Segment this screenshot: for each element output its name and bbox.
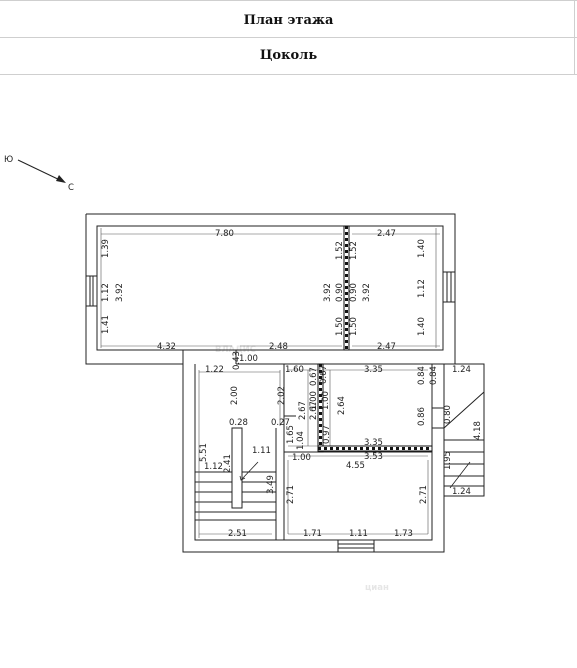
corridor-wall: [182, 349, 373, 365]
dim-1-50-b: 1.50: [349, 317, 359, 336]
window-left: [85, 275, 98, 307]
plan-subtitle: Цоколь: [0, 37, 577, 75]
dim-0-80: 0.80: [443, 405, 453, 424]
middle-room-wall: [283, 364, 296, 452]
dim-0-97: 0.97: [322, 425, 332, 444]
dim-4-32: 4.32: [157, 342, 176, 352]
dim-3-53: 3.53: [364, 452, 383, 462]
dim-3-49: 3.49: [266, 475, 276, 494]
dim-1-60: 1.60: [285, 365, 304, 375]
dim-1-65: 1.65: [286, 425, 296, 444]
dim-1-00-a: 1.00: [309, 391, 319, 410]
dim-0-90-b: 0.90: [349, 283, 359, 302]
dim-0-27: 0.27: [271, 418, 290, 428]
dim-1-39: 1.39: [101, 239, 111, 258]
dim-1-71: 1.71: [303, 529, 322, 539]
dim-2-00: 2.00: [230, 386, 240, 405]
window-right-upper: [442, 271, 456, 303]
dim-1-24-top: 1.24: [452, 365, 471, 375]
lower-block-outer-wall: [182, 364, 445, 553]
dim-1-12-right: 1.12: [417, 279, 427, 298]
dim-1-41: 1.41: [101, 315, 111, 334]
watermark-cian: циан: [365, 583, 389, 593]
dim-1-52-b: 1.52: [349, 241, 359, 260]
dim-2-48: 2.48: [269, 342, 288, 352]
dim-0-28: 0.28: [229, 418, 248, 428]
stair-room-wall: [195, 428, 432, 541]
dim-2-51: 2.51: [228, 529, 247, 539]
dim-0-67-a: 0.67: [319, 365, 329, 384]
dim-0-84-a: 0.84: [417, 366, 427, 385]
dim-1-50-a: 1.50: [335, 317, 345, 336]
dim-0-43: 0.43: [232, 351, 242, 370]
dim-2-02: 2.02: [277, 386, 287, 405]
compass-south-label: Ю: [4, 155, 13, 165]
dim-4-55: 4.55: [346, 461, 365, 471]
window-bottom: [337, 539, 375, 553]
compass-north-label: С: [68, 183, 74, 193]
upper-block-inner-wall: [96, 225, 444, 351]
dim-1-11-bottom: 1.11: [349, 529, 368, 539]
dim-0-90-a: 0.90: [335, 283, 345, 302]
dim-3-92-right: 3.92: [362, 283, 372, 302]
dim-0-84-b: 0.84: [429, 366, 439, 385]
dim-1-04: 1.04: [296, 431, 306, 450]
dim-1-24-bottom: 1.24: [452, 487, 471, 497]
dim-2-67-a: 2.67: [298, 401, 308, 420]
table-border: [574, 0, 575, 74]
dim-5-51: 5.51: [199, 443, 209, 462]
stairs-left: [195, 471, 276, 521]
dim-0-86: 0.86: [417, 407, 427, 426]
dim-7-80: 7.80: [215, 229, 234, 239]
dim-1-00-small: 1.00: [292, 453, 311, 463]
stairs-right: [443, 363, 485, 497]
dim-2-71-left: 2.71: [286, 485, 296, 504]
dim-1-40-bottom: 1.40: [417, 317, 427, 336]
dim-1-95: 1.95: [443, 451, 453, 470]
stair-handrail: [231, 427, 243, 509]
dim-2-67-b: 2.67: [309, 401, 319, 420]
dim-1-11-stair: 1.11: [252, 446, 271, 456]
dim-0-67-b: 0.67: [309, 367, 319, 386]
dim-1-22: 1.22: [205, 365, 224, 375]
dim-1-52-a: 1.52: [335, 241, 345, 260]
dim-1-40-top: 1.40: [417, 239, 427, 258]
dim-3-35-top: 3.35: [364, 365, 383, 375]
dim-1-00-corridor: 1.00: [239, 354, 258, 364]
dim-2-47-top: 2.47: [377, 229, 396, 239]
plan-title: План этажа: [0, 0, 577, 38]
dim-3-92-left: 3.92: [115, 283, 125, 302]
dim-1-73: 1.73: [394, 529, 413, 539]
dim-3-35-bottom: 3.35: [364, 438, 383, 448]
dim-1-12-left: 1.12: [101, 283, 111, 302]
partition-wall-hatched: [317, 225, 433, 453]
dim-4-18: 4.18: [473, 421, 483, 440]
dim-2-64: 2.64: [337, 396, 347, 415]
dim-1-00-b: 1.00: [321, 391, 331, 410]
dim-1-12-stair: 1.12: [204, 462, 223, 472]
compass-arrow: [17, 159, 66, 183]
door-right: [431, 407, 445, 429]
dim-2-47-bottom: 2.47: [377, 342, 396, 352]
dim-2-71-right: 2.71: [419, 485, 429, 504]
dim-3-92-mid: 3.92: [323, 283, 333, 302]
dim-2-41: 2.41: [223, 454, 233, 473]
